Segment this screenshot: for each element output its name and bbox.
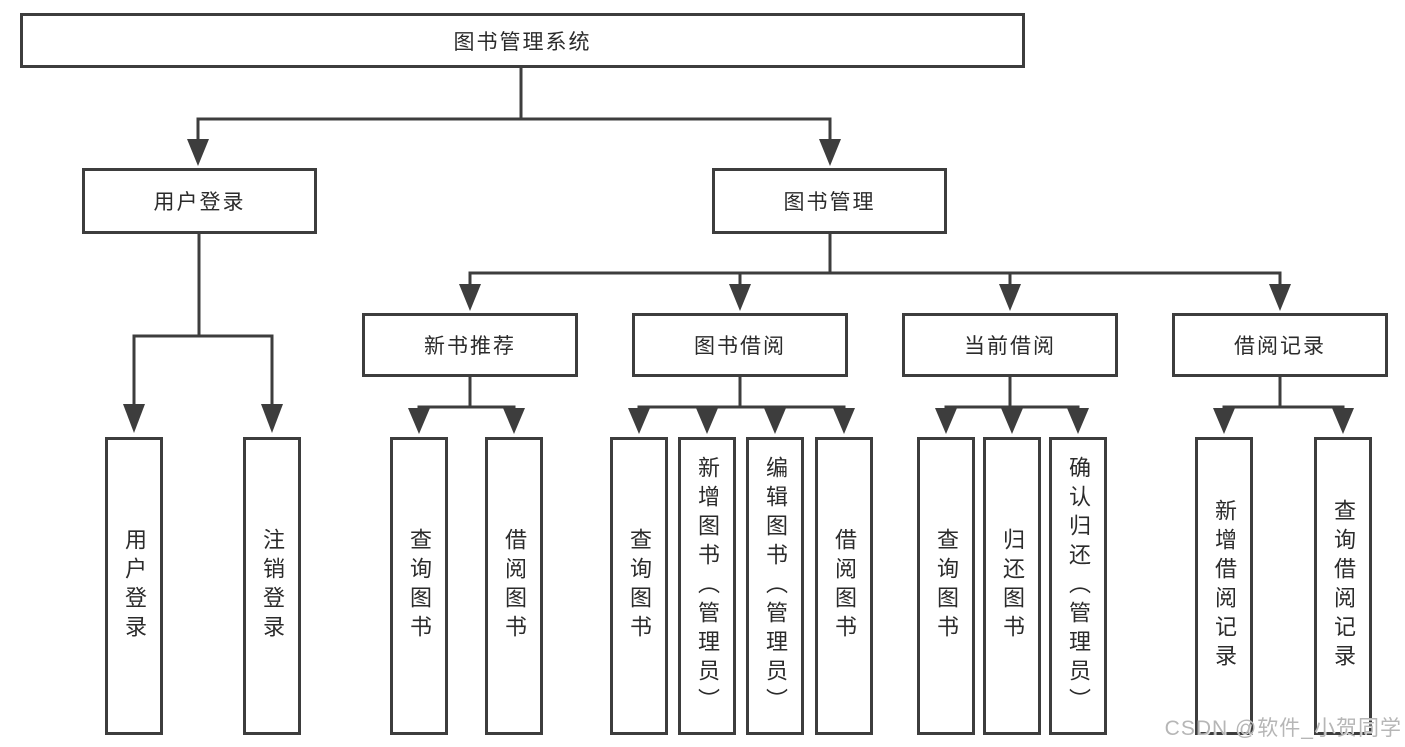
arrow-down-icon <box>1067 408 1089 434</box>
arrow-down-icon <box>1269 284 1291 311</box>
arrow-down-icon <box>833 408 855 434</box>
leaf-edit-book-admin: 编辑图书（管理员） <box>746 437 804 735</box>
arrow-down-icon <box>764 408 786 434</box>
arrow-down-icon <box>123 404 145 433</box>
arrow-down-icon <box>935 408 957 434</box>
arrow-down-icon <box>729 284 751 311</box>
leaf-confirm-return-admin: 确认归还（管理员） <box>1049 437 1107 735</box>
arrow-down-icon <box>503 408 525 434</box>
csdn-watermark: CSDN @软件_小贺同学 <box>1164 717 1402 740</box>
leaf-query-book: 查询图书 <box>917 437 975 735</box>
leaf-return-book: 归还图书 <box>983 437 1041 735</box>
arrow-down-icon <box>261 404 283 433</box>
arrow-down-icon <box>819 139 841 166</box>
node-book-management-branch: 图书管理 <box>712 168 947 234</box>
node-user-login-branch: 用户登录 <box>82 168 317 234</box>
node-borrow-record: 借阅记录 <box>1172 313 1388 377</box>
leaf-add-book-admin: 新增图书（管理员） <box>678 437 736 735</box>
arrowhead-icons <box>123 139 1354 434</box>
node-current-borrow: 当前借阅 <box>902 313 1118 377</box>
arrow-down-icon <box>1213 408 1235 434</box>
leaf-borrow-book: 借阅图书 <box>485 437 543 735</box>
node-book-borrow: 图书借阅 <box>632 313 848 377</box>
arrow-down-icon <box>187 139 209 166</box>
leaf-user-login: 用户登录 <box>105 437 163 735</box>
node-new-book-recommend: 新书推荐 <box>362 313 578 377</box>
arrow-down-icon <box>1001 408 1023 434</box>
leaf-logout: 注销登录 <box>243 437 301 735</box>
leaf-query-borrow-record: 查询借阅记录 <box>1314 437 1372 735</box>
arrow-down-icon <box>999 284 1021 311</box>
arrow-down-icon <box>459 284 481 311</box>
leaf-query-book: 查询图书 <box>390 437 448 735</box>
arrow-down-icon <box>696 408 718 434</box>
arrow-down-icon <box>628 408 650 434</box>
arrow-down-icon <box>1332 408 1354 434</box>
arrow-down-icon <box>408 408 430 434</box>
leaf-borrow-book: 借阅图书 <box>815 437 873 735</box>
leaf-query-book: 查询图书 <box>610 437 668 735</box>
leaf-add-borrow-record: 新增借阅记录 <box>1195 437 1253 735</box>
node-root-system: 图书管理系统 <box>20 13 1025 68</box>
